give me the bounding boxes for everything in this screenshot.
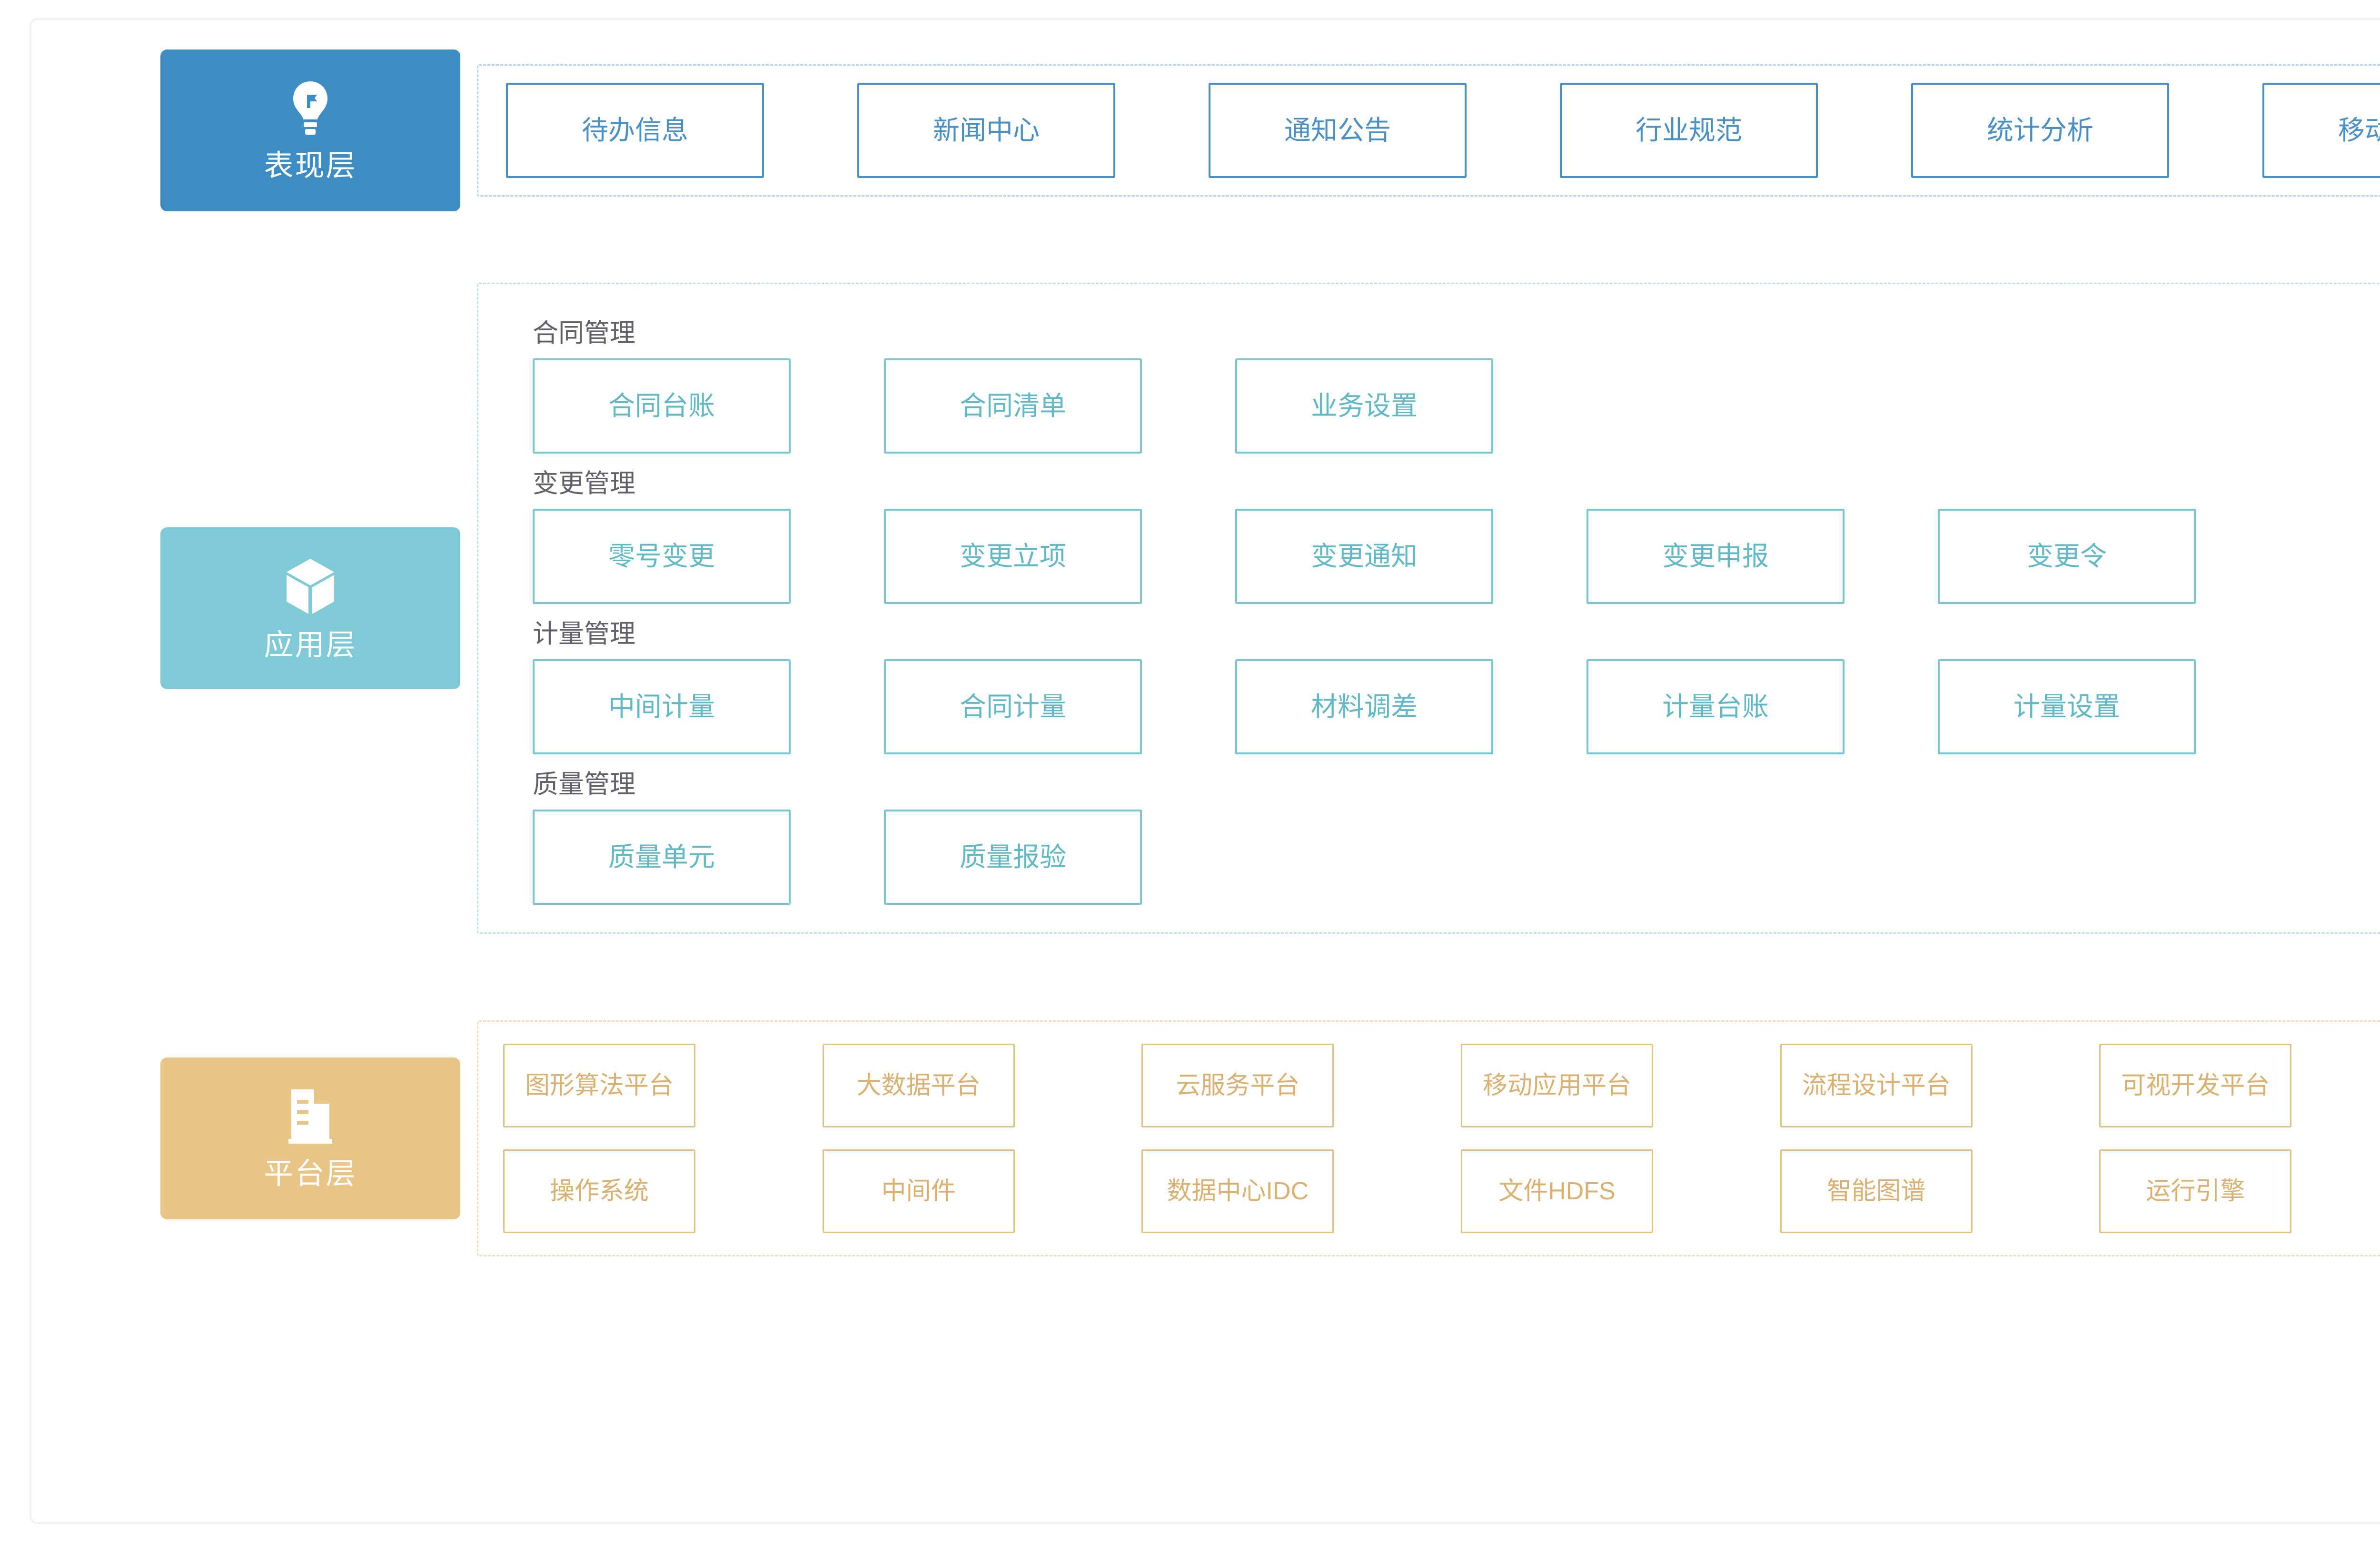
- application-item-zhiliangbaoyan[interactable]: 质量报验: [884, 810, 1142, 905]
- layer-row-presentation: 表现层 待办信息 新闻中心 通知公告: [144, 49, 2380, 211]
- presentation-chip-row: 待办信息 新闻中心 通知公告 行业规范: [506, 83, 2380, 178]
- platform-item-caozuoxitong[interactable]: 操作系统: [503, 1149, 695, 1233]
- chip-slot: 合同计量: [884, 659, 1235, 754]
- row-spacer: [144, 934, 2380, 1020]
- platform-item-zhinengtupu[interactable]: 智能图谱: [1780, 1149, 1973, 1233]
- platform-item-shujuzhongxin-idc[interactable]: 数据中心IDC: [1141, 1149, 1334, 1233]
- chip-slot: 质量报验: [884, 810, 1235, 905]
- application-item-hetongjiliang[interactable]: 合同计量: [884, 659, 1142, 754]
- application-group-box: 合同管理 合同台账 合同清单 业务设置: [477, 283, 2380, 934]
- row-spacer: [144, 211, 2380, 283]
- platform-item-liuchengsheji[interactable]: 流程设计平台: [1780, 1044, 1973, 1127]
- platform-content-column: 图形算法平台 大数据平台 云服务平台 移动应用平台 流程设计平台 可视开发平台 …: [477, 1020, 2380, 1256]
- chip-slot: 移动应用: [2262, 83, 2380, 178]
- chip-slot: 计量台账: [1587, 659, 1938, 754]
- application-item-yewushezhi[interactable]: 业务设置: [1235, 358, 1493, 454]
- chip-slot: 待办信息: [506, 83, 857, 178]
- application-item-hetongtaizhang[interactable]: 合同台账: [533, 358, 791, 454]
- chip-slot: 材料调差: [1235, 659, 1587, 754]
- chip-slot: 计量设置: [1938, 659, 2289, 754]
- layer-badge-platform[interactable]: 平台层: [160, 1058, 460, 1219]
- application-item-zhongjianjiliang[interactable]: 中间计量: [533, 659, 791, 754]
- chip-slot: 业务设置: [1235, 358, 1587, 454]
- presentation-item-xinwen[interactable]: 新闻中心: [857, 83, 1115, 178]
- chip-slot: 中间计量: [506, 659, 884, 754]
- application-item-biangengtongzhi[interactable]: 变更通知: [1235, 509, 1493, 604]
- application-badge-column: 应用层: [144, 527, 477, 689]
- cube-icon: [284, 557, 337, 618]
- application-item-linghaobiangeng[interactable]: 零号变更: [533, 509, 791, 604]
- presentation-group-box: 待办信息 新闻中心 通知公告 行业规范: [477, 64, 2380, 197]
- application-item-biangenglixiang[interactable]: 变更立项: [884, 509, 1142, 604]
- application-group-title-contract: 合同管理: [533, 319, 635, 347]
- layer-stack: 表现层 待办信息 新闻中心 通知公告: [144, 49, 2380, 1256]
- chip-slot: 变更通知: [1235, 509, 1587, 604]
- platform-item-yunxingyinqing[interactable]: 运行引擎: [2099, 1149, 2292, 1233]
- chip-slot: 合同清单: [884, 358, 1235, 454]
- presentation-item-tongji[interactable]: 统计分析: [1911, 83, 2169, 178]
- application-content-column: 合同管理 合同台账 合同清单 业务设置: [477, 283, 2380, 934]
- platform-chip-row-top: 图形算法平台 大数据平台 云服务平台 移动应用平台 流程设计平台 可视开发平台 …: [503, 1044, 2380, 1127]
- layer-label-application: 应用层: [264, 628, 357, 662]
- chip-slot: 行业规范: [1560, 83, 1911, 178]
- application-item-hetongqingdan[interactable]: 合同清单: [884, 358, 1142, 454]
- chip-slot: 通知公告: [1209, 83, 1560, 178]
- platform-item-dashuju[interactable]: 大数据平台: [822, 1044, 1015, 1127]
- platform-item-keshikaifa[interactable]: 可视开发平台: [2099, 1044, 2292, 1127]
- application-chip-row-change: 零号变更 变更立项 变更通知 变更申报: [506, 509, 2380, 604]
- application-chip-row-quality: 质量单元 质量报验: [506, 810, 2380, 905]
- platform-item-wenjian-hdfs[interactable]: 文件HDFS: [1460, 1149, 1653, 1233]
- layer-label-platform: 平台层: [264, 1157, 357, 1190]
- application-group-title-measurement: 计量管理: [533, 620, 635, 648]
- platform-badge-column: 平台层: [144, 1058, 477, 1219]
- diagram-card: 表现层 待办信息 新闻中心 通知公告: [30, 18, 2380, 1524]
- platform-item-yidongyingyong[interactable]: 移动应用平台: [1460, 1044, 1653, 1127]
- application-item-cailiaotiaocha[interactable]: 材料调差: [1235, 659, 1493, 754]
- platform-item-yunfuwu[interactable]: 云服务平台: [1141, 1044, 1334, 1127]
- application-group-title-change: 变更管理: [533, 469, 635, 498]
- presentation-badge-column: 表现层: [144, 49, 477, 211]
- application-chip-row-contract: 合同台账 合同清单 业务设置: [506, 358, 2380, 454]
- application-item-biangengshenbao[interactable]: 变更申报: [1587, 509, 1844, 604]
- presentation-item-hangye[interactable]: 行业规范: [1560, 83, 1818, 178]
- application-item-jiliangtaizhang[interactable]: 计量台账: [1587, 659, 1844, 754]
- presentation-item-tongzhi[interactable]: 通知公告: [1209, 83, 1467, 178]
- platform-group-box: 图形算法平台 大数据平台 云服务平台 移动应用平台 流程设计平台 可视开发平台 …: [477, 1020, 2380, 1256]
- application-item-biangengling[interactable]: 变更令: [1938, 509, 2196, 604]
- chip-slot: 新闻中心: [857, 83, 1209, 178]
- platform-item-tuxingsuanfa[interactable]: 图形算法平台: [503, 1044, 695, 1127]
- platform-chip-row-bottom: 操作系统 中间件 数据中心IDC 文件HDFS 智能图谱 运行引擎 信息安全: [503, 1149, 2380, 1233]
- application-item-jiliangshezhi[interactable]: 计量设置: [1938, 659, 2196, 754]
- layer-badge-presentation[interactable]: 表现层: [160, 49, 460, 211]
- chip-slot: 变更令: [1938, 509, 2289, 604]
- chip-slot: 变更立项: [884, 509, 1235, 604]
- application-group-title-quality: 质量管理: [533, 770, 635, 799]
- layer-badge-application[interactable]: 应用层: [160, 527, 460, 689]
- lightbulb-flag-icon: [288, 80, 333, 139]
- presentation-item-yidong[interactable]: 移动应用: [2262, 83, 2380, 178]
- platform-item-zhongjianjian[interactable]: 中间件: [822, 1149, 1015, 1233]
- layer-label-presentation: 表现层: [264, 149, 357, 182]
- layer-row-application: 应用层 合同管理 合同台账 合同清单: [144, 283, 2380, 934]
- chip-slot: 质量单元: [506, 810, 884, 905]
- presentation-item-daiban[interactable]: 待办信息: [506, 83, 764, 178]
- chip-slot: 合同台账: [506, 358, 884, 454]
- chip-slot: 变更申报: [1587, 509, 1938, 604]
- application-chip-row-measurement: 中间计量 合同计量 材料调差 计量台账: [506, 659, 2380, 754]
- building-icon: [287, 1088, 334, 1147]
- chip-slot: 统计分析: [1911, 83, 2262, 178]
- layer-row-platform: 平台层 图形算法平台 大数据平台 云服务平台 移动应用平台 流程设计平台 可视开…: [144, 1020, 2380, 1256]
- application-item-zhiliangdanyuan[interactable]: 质量单元: [533, 810, 791, 905]
- chip-slot: 零号变更: [506, 509, 884, 604]
- presentation-content-column: 待办信息 新闻中心 通知公告 行业规范: [477, 64, 2380, 197]
